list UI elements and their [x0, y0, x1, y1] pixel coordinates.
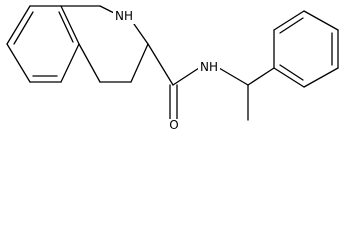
- double-bond-inner: [279, 17, 304, 34]
- bond: [6, 43, 31, 83]
- benzo-ring: [6, 5, 80, 83]
- bond: [247, 67, 275, 86]
- bond: [99, 5, 115, 14]
- bond: [60, 43, 80, 83]
- bond: [303, 67, 339, 88]
- double-bond-inner: [279, 64, 304, 81]
- bond: [172, 67, 200, 86]
- atom-label-nh-amide: NH: [200, 60, 218, 74]
- bond: [130, 43, 149, 83]
- atom-label-nh-ring: NH: [115, 9, 133, 23]
- amide-nitrogen-label: NH: [198, 60, 220, 75]
- bond: [60, 5, 80, 45]
- bond: [273, 67, 305, 88]
- ring-nitrogen-label: NH: [113, 9, 135, 24]
- oxygen-label: O: [167, 118, 181, 132]
- bond: [147, 43, 174, 86]
- double-bond-inner: [13, 11, 34, 45]
- double-bond-inner: [58, 11, 74, 43]
- bond: [133, 23, 149, 45]
- bond: [303, 10, 339, 31]
- bond: [273, 10, 305, 31]
- bond: [78, 43, 101, 83]
- atom-label-oxygen: O: [169, 118, 178, 132]
- carboxamide-group: [147, 43, 200, 123]
- bond: [6, 5, 31, 45]
- chemical-structure: NH NH O: [6, 5, 339, 132]
- phenyl-ring: [273, 10, 339, 88]
- piperidine-ring: [60, 5, 149, 83]
- phenylethyl-group: [218, 67, 275, 121]
- bond: [218, 67, 249, 86]
